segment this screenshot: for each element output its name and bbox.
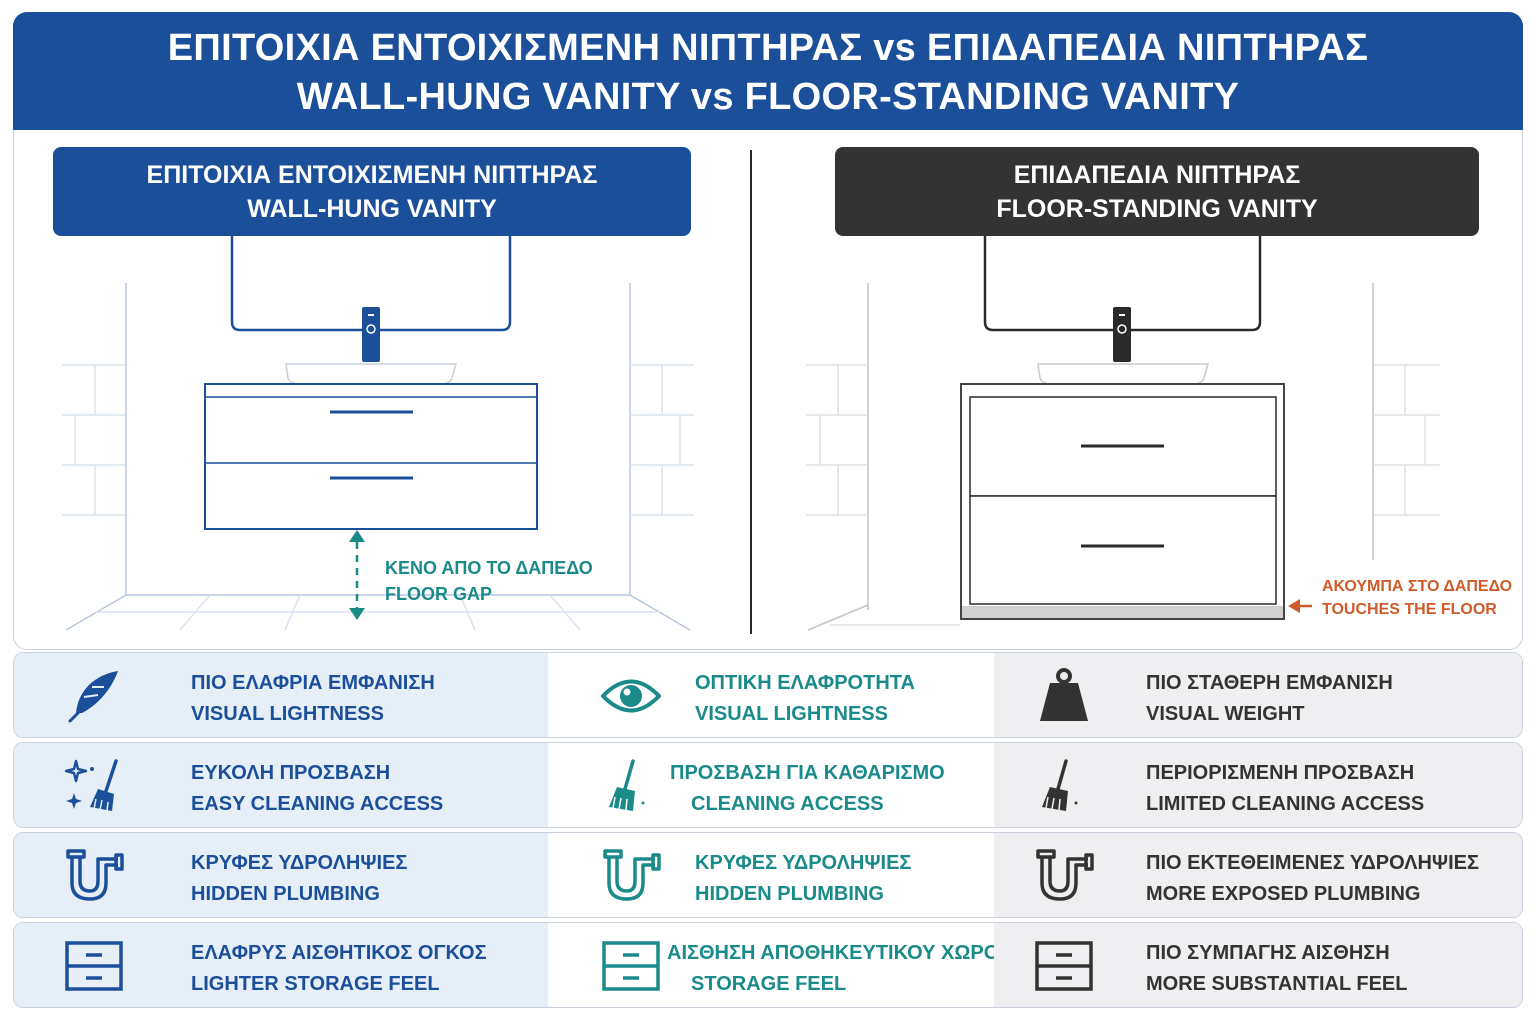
touches-floor-label-english: TOUCHES THE FLOOR	[1322, 601, 1497, 618]
floor-standing-title-english: FLOOR-STANDING VANITY	[996, 194, 1318, 223]
pipe-icon	[1036, 849, 1094, 901]
pipe-icon	[66, 849, 124, 901]
floor-gap-label-english: FLOOR GAP	[385, 584, 492, 604]
touches-floor-label-greek: ΑΚΟΥΜΠΑ ΣΤΟ ΔΑΠΕΔΟ	[1322, 578, 1513, 595]
floor-standing-room-illustration	[806, 283, 1440, 631]
broom-icon	[609, 759, 645, 811]
touches-floor-arrow	[1288, 599, 1312, 613]
drawer-icon	[602, 941, 660, 991]
touches-floor-callout: ΑΚΟΥΜΠΑ ΣΤΟ ΔΑΠΕΔΟ TOUCHES THE FLOOR	[1322, 575, 1512, 621]
sparkle-broom-icon	[64, 759, 118, 812]
floor-standing-title-greek: ΕΠΙΔΑΠΕΔΙΑ ΝΙΠΤΗΡΑΣ	[1013, 160, 1301, 189]
drawer-icon	[65, 941, 123, 991]
wall-hung-title-greek: ΕΠΙΤΟΙΧΙΑ ΕΝΤΟΙΧΙΣΜΕΝΗ ΝΙΠΤΗΡΑΣ	[146, 160, 598, 189]
floor-standing-header: ΕΠΙΔΑΠΕΔΙΑ ΝΙΠΤΗΡΑΣ FLOOR-STANDING VANIT…	[835, 147, 1479, 236]
wall-hung-title-english: WALL-HUNG VANITY	[247, 194, 497, 223]
vanity-illustrations	[62, 236, 1440, 631]
floor-gap-callout: ΚΕΝΟ ΑΠΟ ΤΟ ΔΑΠΕΔΟ FLOOR GAP	[385, 555, 593, 607]
drawer-icon	[1035, 941, 1093, 991]
main-title-english: WALL-HUNG VANITY vs FLOOR-STANDING VANIT…	[296, 76, 1240, 118]
pipe-icon	[603, 849, 661, 901]
weight-icon	[1040, 668, 1088, 721]
main-title-greek: ΕΠΙΤΟΙΧΙΑ ΕΝΤΟΙΧΙΣΜΕΝΗ ΝΙΠΤΗΡΑΣ vs ΕΠΙΔΑ…	[167, 27, 1369, 69]
wall-hung-room-illustration	[62, 283, 694, 631]
floor-gap-arrow	[349, 530, 365, 620]
feather-icon	[68, 671, 118, 723]
wall-hung-header: ΕΠΙΤΟΙΧΙΑ ΕΝΤΟΙΧΙΣΜΕΝΗ ΝΙΠΤΗΡΑΣ WALL-HUN…	[53, 147, 691, 236]
center-divider	[750, 150, 752, 634]
floor-gap-label-greek: ΚΕΝΟ ΑΠΟ ΤΟ ΔΑΠΕΔΟ	[385, 558, 593, 578]
eye-icon	[601, 679, 661, 713]
main-title-banner: ΕΠΙΤΟΙΧΙΑ ΕΝΤΟΙΧΙΣΜΕΝΗ ΝΙΠΤΗΡΑΣ vs ΕΠΙΔΑ…	[13, 12, 1523, 134]
broom-icon	[1042, 759, 1078, 811]
